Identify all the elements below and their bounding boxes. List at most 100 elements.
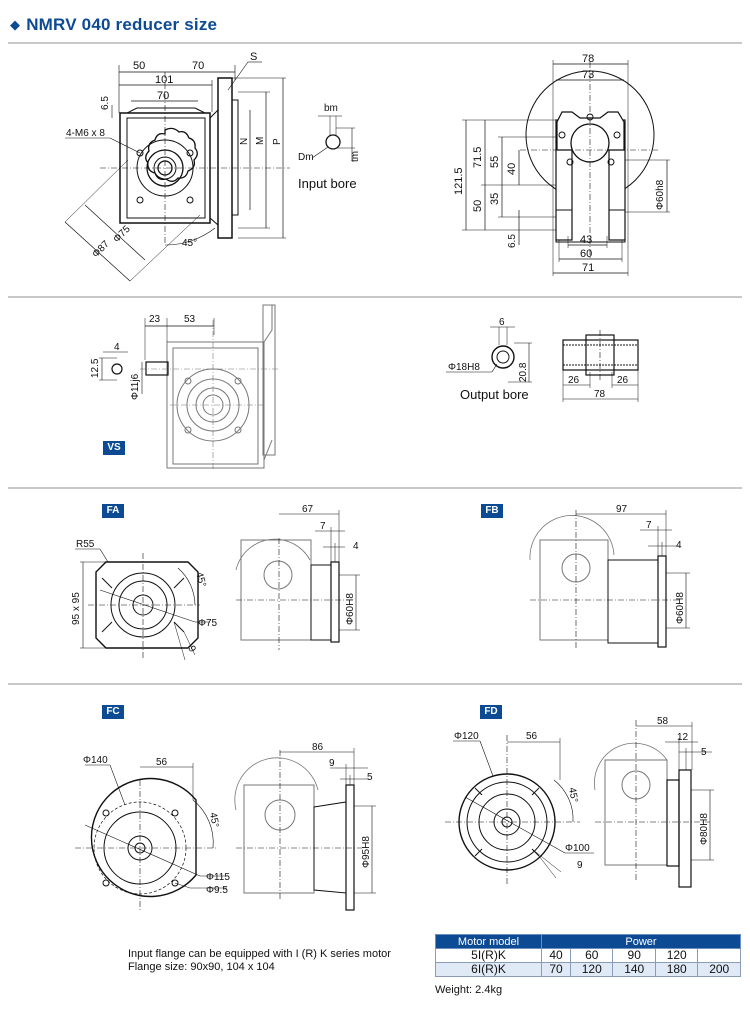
fa-dim-dia-75: Φ75 [198,618,218,629]
cell-power: 90 [612,948,656,963]
side-dim-55: 55 [489,156,501,168]
cell-model: 5I(R)K [435,948,542,963]
fc-dim-angle: 45° [207,812,220,829]
dim-s: S [250,51,257,63]
section-divider [8,487,742,489]
cell-power: 120 [654,948,699,963]
main-view-drawing: 50 70 101 70 6.5 4-M6 x 8 Φ75 Φ87 45° S … [64,51,670,282]
dim-6-5: 6.5 [100,96,111,110]
fa-dim-67: 67 [302,504,314,515]
fb-dim-7: 7 [646,520,652,531]
cell-power: 140 [612,962,656,977]
ob-dim-bore: Φ18H8 [448,362,480,373]
dim-p: P [272,138,283,145]
fa-dim-angle: 45° [193,571,208,588]
dim-70-top: 70 [192,60,204,72]
fd-dim-120: Φ120 [454,731,479,742]
power-table: Motor model Power 5I(R)K 40 60 90 120 6I… [435,934,741,977]
diamond-icon: ◆ [10,17,21,32]
fb-badge: FB [481,504,503,518]
cell-power: 200 [697,962,741,977]
fa-dim-square: 95 x 95 [71,592,82,625]
fc-dim-140: Φ140 [83,755,108,766]
header-power: Power [541,934,741,949]
fc-dim-bore: Φ95H8 [361,836,372,868]
side-dim-73: 73 [582,69,594,81]
side-dim-71-5: 71.5 [472,147,484,168]
table-row: 5I(R)K 40 60 90 120 [435,948,741,963]
fc-dim-9: 9 [329,758,335,769]
page-title: ◆ NMRV 040 reducer size [10,15,217,35]
side-dim-6-5: 6.5 [507,234,518,248]
fc-dim-5: 5 [367,772,373,783]
input-bore-tm: tm [350,151,361,162]
fd-dim-angle: 45° [566,787,579,804]
output-bore-label: Output bore [460,387,529,402]
side-dim-bore: Φ60h8 [655,179,666,210]
dim-50: 50 [133,60,145,72]
ob-dim-26-right: 26 [617,375,629,386]
fd-dim-58: 58 [657,716,669,727]
vs-dim-12-5: 12.5 [90,358,101,378]
vs-dim-bore: Φ11j6 [130,373,141,400]
table-header-row: Motor model Power [435,934,741,949]
side-dim-121-5: 121.5 [453,167,465,195]
section-divider [8,296,742,298]
fc-dim-9-5: Φ9.5 [206,885,228,896]
dim-m: M [255,137,266,145]
cell-power [697,948,741,963]
side-dim-60: 60 [580,248,592,260]
vs-dim-23: 23 [149,314,161,325]
fd-badge: FD [480,705,502,719]
table-row: 6I(R)K 70 120 140 180 200 [435,962,741,977]
ob-dim-78: 78 [594,389,606,400]
side-dim-50: 50 [472,200,484,212]
fa-dim-4: 4 [353,541,359,552]
header-motor-model: Motor model [435,934,542,949]
side-dim-78: 78 [582,53,594,65]
fc-badge: FC [102,705,124,719]
fa-fb-drawing: R55 95 x 95 45° Φ75 9 67 7 4 Φ60H8 97 7 … [71,504,690,661]
ob-dim-20-8: 20.8 [518,362,529,382]
fc-dim-56: 56 [156,757,168,768]
dim-angle-45: 45° [182,238,197,249]
page-title-text: NMRV 040 reducer size [26,15,218,34]
dim-70-inner: 70 [157,90,169,102]
side-dim-35: 35 [489,193,501,205]
fb-dim-bore: Φ60H8 [675,592,686,624]
note-line-2: Flange size: 90x90, 104 x 104 [128,961,275,973]
fa-dim-r55: R55 [76,539,95,550]
dim-holes: 4-M6 x 8 [66,128,105,139]
cell-power: 60 [569,948,614,963]
fd-dim-9: 9 [577,860,583,871]
fb-dim-4: 4 [676,540,682,551]
fd-dim-100: Φ100 [565,843,590,854]
vs-drawing: 23 53 4 12.5 Φ11j6 6 Φ18H8 20.8 26 26 78… [90,304,639,470]
fa-badge: FA [102,504,124,518]
fd-dim-12: 12 [677,732,689,743]
fc-dim-86: 86 [312,742,324,753]
vs-dim-4: 4 [114,342,120,353]
cell-power: 40 [541,948,571,963]
fc-dim-115: Φ115 [206,872,230,883]
ob-dim-26-left: 26 [568,375,580,386]
fc-fd-drawing: Φ140 56 45° Φ115 Φ9.5 86 9 5 Φ95H8 Φ120 … [75,716,714,911]
section-divider [8,683,742,685]
dim-101: 101 [155,74,173,86]
side-dim-71: 71 [582,262,594,274]
fd-dim-56: 56 [526,731,538,742]
dim-n: N [239,138,250,145]
side-dim-40: 40 [506,163,518,175]
cell-model: 6I(R)K [435,962,542,977]
weight-label: Weight: 2.4kg [435,984,503,996]
cell-power: 120 [569,962,614,977]
fb-dim-97: 97 [616,504,628,515]
input-bore-dm: Dm [298,152,314,163]
vs-badge: VS [103,441,125,455]
ob-dim-6: 6 [499,317,505,328]
input-bore-bm: bm [324,103,338,114]
cell-power: 70 [541,962,571,977]
cell-power: 180 [654,962,699,977]
fa-dim-9: 9 [185,644,198,655]
input-bore-label: Input bore [298,176,357,191]
